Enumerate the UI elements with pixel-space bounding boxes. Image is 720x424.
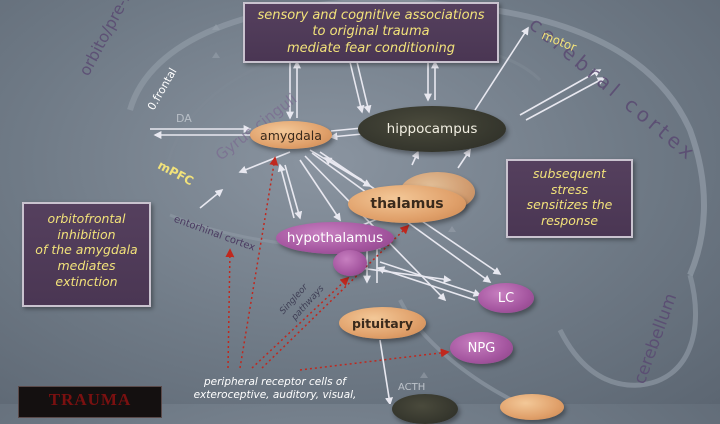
hypothalamus-stalk-blob xyxy=(333,250,367,276)
thalamus-node: thalamus xyxy=(348,185,466,223)
orbitofrontal-line-3: of the amygdala xyxy=(35,242,138,258)
stress-sensitization-box: subsequent stress sensitizes the respons… xyxy=(506,159,633,238)
npg-node: NPG xyxy=(450,332,513,364)
pituitary-label: pituitary xyxy=(351,315,414,331)
stress-line-1: subsequent xyxy=(533,166,606,181)
cerebellum-outline xyxy=(557,274,699,388)
orbitofrontal-line-5: extinction xyxy=(55,273,118,289)
pituitary-node: pituitary xyxy=(339,307,426,339)
lc-node: LC xyxy=(478,283,534,313)
brainstem-dark-blob xyxy=(392,394,458,424)
amygdala-label: amygdala xyxy=(260,127,322,143)
amygdala-node: amygdala xyxy=(250,121,332,149)
brain-outline xyxy=(127,0,707,277)
orbitofrontal-line-2: inhibition xyxy=(57,226,116,242)
fear-conditioning-line-2: to original trauma xyxy=(312,24,430,40)
trauma-banner: TRAUMA xyxy=(18,386,162,418)
label-acth: ACTH xyxy=(398,382,426,393)
peripheral-receptors-caption: peripheral receptor cells of exterocepti… xyxy=(180,376,370,401)
orbitofrontal-line-1: orbitofrontal xyxy=(47,211,126,226)
lower-orange-blob xyxy=(500,394,564,420)
stress-line-3: sensitizes the xyxy=(526,197,613,213)
peripheral-line-2: exteroceptive, auditory, visual, xyxy=(193,388,357,401)
npg-label: NPG xyxy=(467,340,496,356)
fear-conditioning-line-3: mediate fear conditioning xyxy=(287,40,455,56)
lc-label: LC xyxy=(497,290,515,306)
orbitofrontal-line-4: mediates xyxy=(57,257,116,273)
orbitofrontal-inhibition-box: orbitofrontal inhibition of the amygdala… xyxy=(22,202,151,307)
hippocampus-label: hippocampus xyxy=(386,121,478,137)
fear-conditioning-line-1: sensory and cognitive associations xyxy=(257,8,485,23)
label-da: DA xyxy=(176,112,192,125)
stress-line-4: response xyxy=(540,212,599,228)
trauma-label: TRAUMA xyxy=(48,390,132,409)
hypothalamus-node: hypothalamus xyxy=(276,222,394,254)
stress-line-2: stress xyxy=(550,181,589,197)
thalamus-label: thalamus xyxy=(370,196,444,212)
fear-conditioning-box: sensory and cognitive associations to or… xyxy=(243,2,499,63)
peripheral-line-1: peripheral receptor cells of xyxy=(203,376,346,388)
brain-circuit-diagram: orbito/pre-frontal cortex cerebral corte… xyxy=(18,0,707,424)
hypothalamus-label: hypothalamus xyxy=(286,230,384,246)
hippocampus-node: hippocampus xyxy=(358,106,506,152)
